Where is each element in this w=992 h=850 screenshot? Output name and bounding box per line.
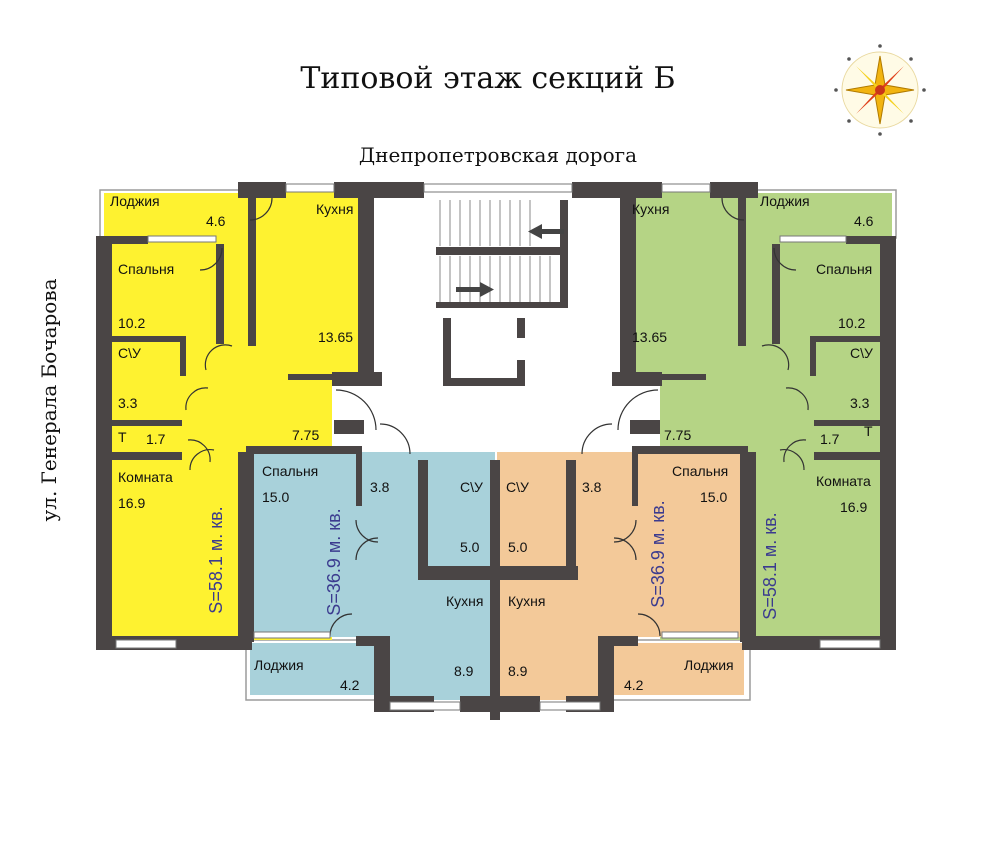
right-room-area: 16.9 xyxy=(840,499,867,515)
compass-rose-icon xyxy=(834,44,926,136)
left-kitchen-area: 13.65 xyxy=(318,329,353,345)
peach-kitchen-label: Кухня xyxy=(508,593,545,609)
peach-bedroom-area: 15.0 xyxy=(700,489,727,505)
left-hall-area: 7.75 xyxy=(292,427,319,443)
peach-bathroom-label: С\У xyxy=(506,479,529,495)
peach-kitchen-area: 8.9 xyxy=(508,663,528,679)
left-kitchen-label: Кухня xyxy=(316,201,353,217)
peach-bedroom-label: Спальня xyxy=(672,463,728,479)
left-total-area: S=58.1 м. кв. xyxy=(206,506,226,613)
left-room-area: 16.9 xyxy=(118,495,145,511)
blue-bedroom-label: Спальня xyxy=(262,463,318,479)
left-loggia-area: 4.6 xyxy=(206,213,226,229)
right-kitchen-area: 13.65 xyxy=(632,329,667,345)
door-swings xyxy=(185,197,809,637)
left-loggia-label: Лоджия xyxy=(110,193,160,209)
apartment-center-peach xyxy=(497,452,744,700)
right-bathroom-area: 3.3 xyxy=(850,395,870,411)
blue-loggia-label: Лоджия xyxy=(254,657,304,673)
right-kitchen-label: Кухня xyxy=(632,201,669,217)
right-toilet-area: 1.7 xyxy=(820,431,840,447)
left-bathroom-area: 3.3 xyxy=(118,395,138,411)
apartment-center-blue xyxy=(250,452,495,700)
right-room-label: Комната xyxy=(816,473,871,489)
left-room-label: Комната xyxy=(118,469,173,485)
blue-total-area: S=36.9 м. кв. xyxy=(324,508,344,615)
blue-kitchen-area: 8.9 xyxy=(454,663,474,679)
street-top-label: Днепропетровская дорога xyxy=(359,143,637,167)
right-bedroom-label: Спальня xyxy=(816,261,872,277)
peach-total-area: S=36.9 м. кв. xyxy=(648,500,668,607)
right-hall-area: 7.75 xyxy=(664,427,691,443)
right-toilet-label: Т xyxy=(864,423,873,439)
right-loggia-label: Лоджия xyxy=(760,193,810,209)
peach-bathroom-area: 5.0 xyxy=(508,539,528,555)
right-bathroom-label: С\У xyxy=(850,345,873,361)
walls xyxy=(96,182,896,720)
right-total-area: S=58.1 м. кв. xyxy=(760,512,780,619)
peach-hall-area: 3.8 xyxy=(582,479,602,495)
blue-bedroom-area: 15.0 xyxy=(262,489,289,505)
apartment-right-green xyxy=(628,185,892,640)
left-toilet-area: 1.7 xyxy=(146,431,166,447)
left-bathroom-label: С\У xyxy=(118,345,141,361)
stair-arrow-right-icon xyxy=(456,282,494,297)
blue-hall-area: 3.8 xyxy=(370,479,390,495)
blue-kitchen-label: Кухня xyxy=(446,593,483,609)
plan-title: Типовой этаж секций Б xyxy=(300,61,675,96)
right-bedroom-area: 10.2 xyxy=(838,315,865,331)
left-bedroom-area: 10.2 xyxy=(118,315,145,331)
peach-loggia-label: Лоджия xyxy=(684,657,734,673)
left-bedroom-label: Спальня xyxy=(118,261,174,277)
blue-bathroom-label: С\У xyxy=(460,479,483,495)
stairwell xyxy=(436,200,568,386)
peach-loggia-area: 4.2 xyxy=(624,677,644,693)
blue-loggia-area: 4.2 xyxy=(340,677,360,693)
stair-arrow-left-icon xyxy=(528,224,564,239)
left-toilet-label: Т xyxy=(118,429,127,445)
blue-bathroom-area: 5.0 xyxy=(460,539,480,555)
street-left-label: ул. Генерала Бочарова xyxy=(37,278,61,521)
windows xyxy=(115,183,881,711)
right-loggia-area: 4.6 xyxy=(854,213,874,229)
